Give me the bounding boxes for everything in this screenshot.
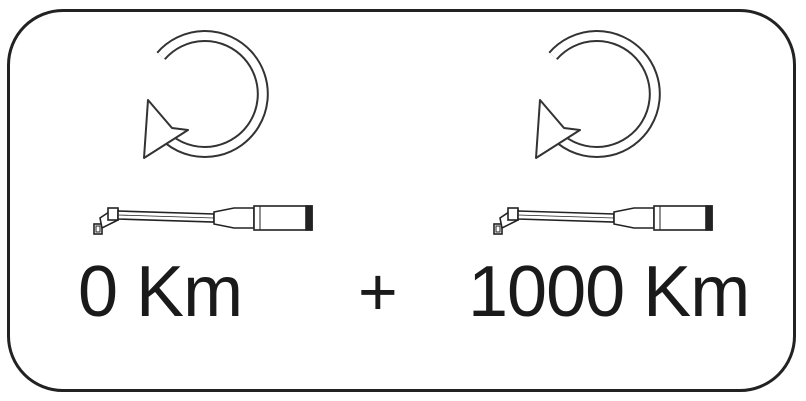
left-rotation-arrow-icon: [144, 36, 263, 158]
left-distance-label: 0 Km: [78, 252, 243, 332]
right-wear-sensor-icon: [493, 205, 713, 235]
plus-operator: +: [358, 254, 398, 330]
left-wear-sensor-icon: [93, 205, 313, 235]
rounded-frame: [7, 9, 796, 392]
right-rotation-arrow-icon: [536, 36, 655, 158]
right-distance-label: 1000 Km: [468, 252, 750, 332]
